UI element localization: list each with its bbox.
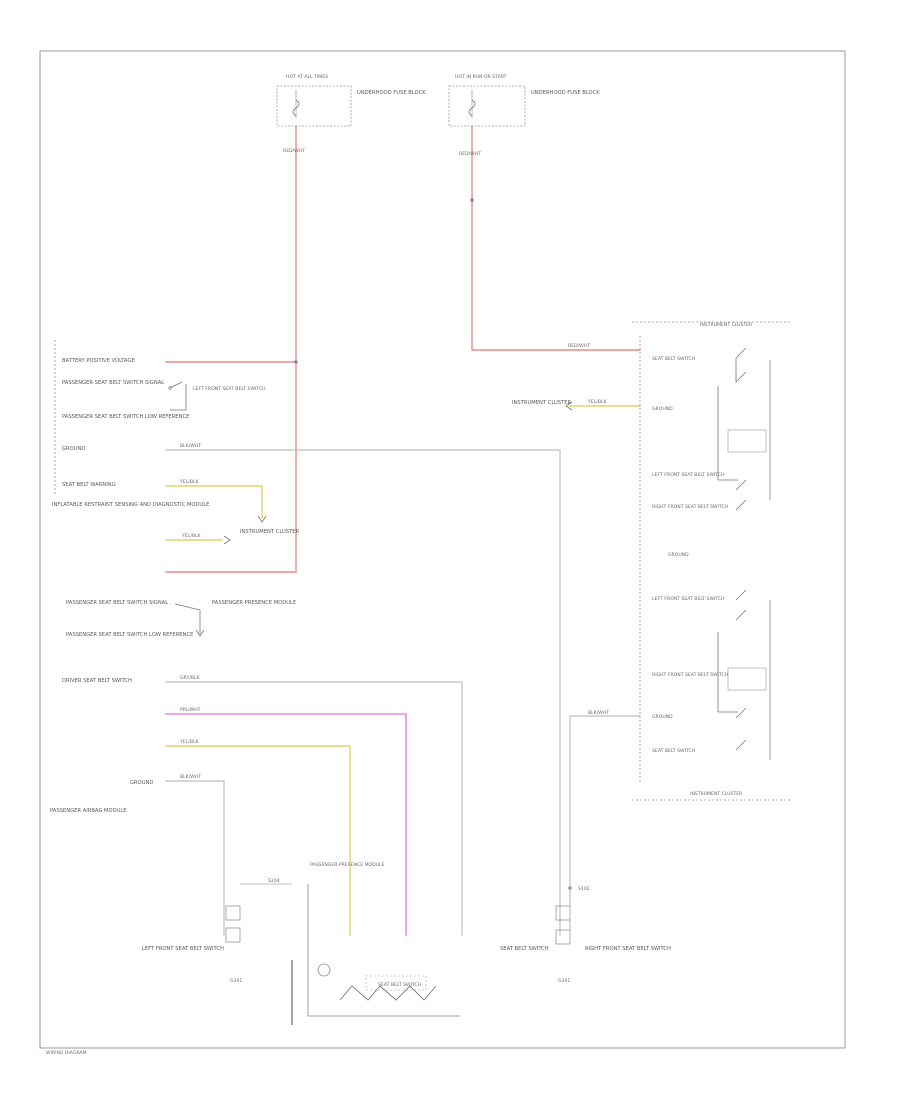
wire-red-right: RED/WHT RED/WHT [459,125,641,351]
svg-text:G301: G301 [230,978,242,984]
driver-seat-belt-switch: LEFT FRONT SEAT BELT SWITCH [168,381,266,411]
wire-yellow-mid: YEL/BLK INSTRUMENT CLUSTER [165,529,300,545]
svg-text:UNDERHOOD FUSE BLOCK: UNDERHOOD FUSE BLOCK [531,90,600,96]
svg-text:S102: S102 [578,886,590,892]
svg-text:S204: S204 [268,878,280,884]
fuse-block-left: HOT AT ALL TIMES UNDERHOOD FUSE BLOCK [276,74,426,127]
svg-text:INSTRUMENT CLUSTER: INSTRUMENT CLUSTER [700,322,753,328]
svg-text:YEL/BLK: YEL/BLK [179,479,200,485]
wire-red-left: RED/WHT [165,125,305,573]
svg-text:GROUND: GROUND [62,446,85,452]
svg-text:INFLATABLE RESTRAINT SENSING A: INFLATABLE RESTRAINT SENSING AND DIAGNOS… [52,502,209,508]
svg-text:PPL/WHT: PPL/WHT [180,707,201,713]
passenger-presence-switch: PASSENGER SEAT BELT SWITCH SIGNAL PASSEN… [66,600,296,638]
left-connector: BATTERY POSITIVE VOLTAGE PASSENGER SEAT … [52,340,209,508]
svg-text:LEFT FRONT SEAT BELT SWITCH: LEFT FRONT SEAT BELT SWITCH [193,386,266,392]
svg-text:PASSENGER PRESENCE MODULE: PASSENGER PRESENCE MODULE [212,600,296,606]
svg-text:UNDERHOOD FUSE BLOCK: UNDERHOOD FUSE BLOCK [357,90,426,96]
svg-text:HOT IN RUN OR START: HOT IN RUN OR START [455,74,507,80]
svg-text:SEAT BELT SWITCH: SEAT BELT SWITCH [652,748,695,754]
svg-text:PASSENGER SEAT BELT SWITCH SIG: PASSENGER SEAT BELT SWITCH SIGNAL [66,600,168,606]
svg-text:INSTRUMENT CLUSTER: INSTRUMENT CLUSTER [240,529,300,535]
svg-text:RED/WHT: RED/WHT [459,151,481,157]
svg-text:GROUND: GROUND [130,780,153,786]
svg-text:HOT AT ALL TIMES: HOT AT ALL TIMES [286,74,328,80]
svg-text:PASSENGER SEAT BELT SWITCH LOW: PASSENGER SEAT BELT SWITCH LOW REFERENCE [62,414,189,420]
svg-text:RIGHT FRONT SEAT BELT SWITCH: RIGHT FRONT SEAT BELT SWITCH [585,946,671,952]
svg-text:BLK/WHT: BLK/WHT [180,774,201,780]
svg-text:LEFT FRONT SEAT BELT SWITCH: LEFT FRONT SEAT BELT SWITCH [652,596,725,602]
svg-text:BATTERY POSITIVE VOLTAGE: BATTERY POSITIVE VOLTAGE [62,358,135,364]
svg-text:DRIVER SEAT BELT SWITCH: DRIVER SEAT BELT SWITCH [62,678,132,684]
svg-text:INSTRUMENT CLUSTER: INSTRUMENT CLUSTER [512,400,572,406]
svg-text:SEAT BELT SWITCH: SEAT BELT SWITCH [500,946,549,952]
svg-text:RIGHT FRONT SEAT BELT SWITCH: RIGHT FRONT SEAT BELT SWITCH [652,672,728,678]
svg-text:GROUND: GROUND [668,552,689,558]
svg-text:PASSENGER SEAT BELT SWITCH LOW: PASSENGER SEAT BELT SWITCH LOW REFERENCE [66,632,193,638]
footer-label: WIRING DIAGRAM [46,1050,87,1056]
right-module: INSTRUMENT CLUSTER INSTRUMENT CLUSTER SE… [632,321,790,801]
wire-ground-left: BLK/WHT [165,443,561,936]
svg-text:SEAT BELT SWITCH: SEAT BELT SWITCH [378,982,421,988]
lower-connector-left: S204 LEFT FRONT SEAT BELT SWITCH G301 [142,878,292,984]
svg-text:G301: G301 [558,978,570,984]
svg-text:GRY/BLK: GRY/BLK [180,675,201,681]
lower-left-module-label: PASSENGER AIRBAG MODULE [50,808,127,814]
svg-text:INSTRUMENT CLUSTER: INSTRUMENT CLUSTER [690,791,743,797]
svg-text:GROUND: GROUND [652,406,673,412]
wire-black-lower: BLK/WHT GROUND [130,774,225,936]
svg-text:SEAT BELT WARNING: SEAT BELT WARNING [62,482,116,488]
fuse-block-right: HOT IN RUN OR START UNDERHOOD FUSE BLOCK [448,74,600,127]
lower-connector-right: S102 RIGHT FRONT SEAT BELT SWITCH SEAT B… [500,886,671,984]
svg-text:BLK/WHT: BLK/WHT [588,710,609,716]
svg-text:YEL/BLK: YEL/BLK [587,399,608,405]
wire-grey-lower: GRY/BLK DRIVER SEAT BELT SWITCH [62,675,463,936]
bottom-module: PASSENGER PRESENCE MODULE SEAT BELT SWIT… [291,862,460,1025]
svg-text:PASSENGER SEAT BELT SWITCH SIG: PASSENGER SEAT BELT SWITCH SIGNAL [62,380,164,386]
svg-text:BLK/WHT: BLK/WHT [180,443,201,449]
svg-text:RED/WHT: RED/WHT [568,343,590,349]
wire-yellow-upper: YEL/BLK [165,479,267,523]
diagram-frame [39,50,846,1049]
wire-yellow-lower: YEL/BLK [165,739,351,936]
svg-text:GROUND: GROUND [652,714,673,720]
svg-text:PASSENGER AIRBAG MODULE: PASSENGER AIRBAG MODULE [50,808,127,814]
wire-right-ground: BLK/WHT [569,710,641,936]
svg-text:SEAT BELT SWITCH: SEAT BELT SWITCH [652,356,695,362]
svg-text:RED/WHT: RED/WHT [283,148,305,154]
svg-text:YEL/BLK: YEL/BLK [181,533,202,539]
svg-text:RIGHT FRONT SEAT BELT SWITCH: RIGHT FRONT SEAT BELT SWITCH [652,504,728,510]
svg-text:PASSENGER PRESENCE MODULE: PASSENGER PRESENCE MODULE [310,862,385,868]
wire-purple: PPL/WHT [165,707,407,936]
svg-text:LEFT FRONT SEAT BELT SWITCH: LEFT FRONT SEAT BELT SWITCH [652,472,725,478]
svg-text:YEL/BLK: YEL/BLK [179,739,200,745]
svg-text:LEFT FRONT SEAT BELT SWITCH: LEFT FRONT SEAT BELT SWITCH [142,946,224,952]
wire-right-yellow: YEL/BLK INSTRUMENT CLUSTER [512,399,641,411]
